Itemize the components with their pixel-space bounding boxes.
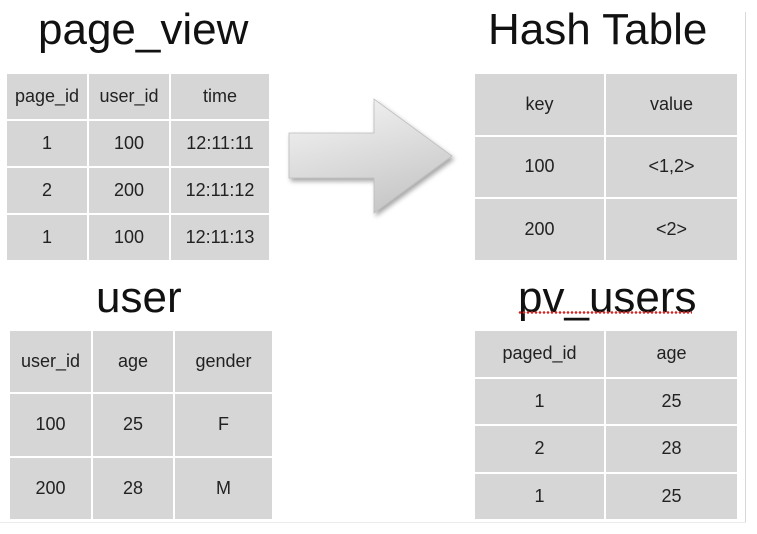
page-view-table: page_id user_id time 1 100 12:11:11 2 20…	[5, 72, 271, 262]
table-row: 2 28	[473, 424, 739, 474]
table-row: 1 25	[473, 471, 739, 521]
hash-table-title: Hash Table	[488, 5, 708, 54]
header-cell: age	[91, 328, 175, 395]
right-arrow-icon	[288, 98, 453, 214]
header-cell: gender	[173, 328, 274, 395]
slide-bottom-edge	[0, 522, 746, 523]
slide-right-edge	[745, 12, 746, 522]
table-cell: F	[173, 392, 274, 458]
table-cell: 28	[91, 455, 175, 522]
spellcheck-underline	[518, 311, 692, 314]
table-row: 1 25	[473, 376, 739, 426]
table-cell: 1	[473, 376, 606, 426]
table-row: 1 100 12:11:13	[5, 213, 271, 262]
table-cell: 25	[604, 376, 739, 426]
table-cell: 1	[473, 471, 606, 521]
header-cell: key	[473, 72, 606, 137]
table-cell: <1,2>	[604, 134, 739, 200]
pv-users-table: paged_id age 1 25 2 28 1 25	[473, 329, 739, 521]
table-cell: 2	[473, 424, 606, 474]
header-cell: paged_id	[473, 329, 606, 379]
table-cell: <2>	[604, 197, 739, 262]
table-row: 1 100 12:11:11	[5, 119, 271, 168]
table-cell: 25	[91, 392, 175, 458]
table-row: 200 28 M	[8, 455, 274, 522]
table-row: 100 25 F	[8, 392, 274, 458]
table-row: 200 <2>	[473, 197, 739, 262]
table-header-row: key value	[473, 72, 739, 137]
table-header-row: page_id user_id time	[5, 72, 271, 121]
table-cell: 1	[5, 213, 89, 262]
table-cell: 100	[87, 119, 171, 168]
header-cell: value	[604, 72, 739, 137]
table-row: 100 <1,2>	[473, 134, 739, 200]
table-cell: 200	[8, 455, 93, 522]
table-cell: 100	[87, 213, 171, 262]
header-cell: age	[604, 329, 739, 379]
user-table: user_id age gender 100 25 F 200 28 M	[8, 328, 274, 522]
hash-table: key value 100 <1,2> 200 <2>	[473, 72, 739, 262]
table-header-row: paged_id age	[473, 329, 739, 379]
table-cell: 1	[5, 119, 89, 168]
table-cell: 12:11:11	[169, 119, 271, 168]
header-cell: user_id	[87, 72, 171, 121]
table-cell: 28	[604, 424, 739, 474]
table-cell: 100	[473, 134, 606, 200]
header-cell: user_id	[8, 328, 93, 395]
table-header-row: user_id age gender	[8, 328, 274, 395]
table-cell: 25	[604, 471, 739, 521]
table-row: 2 200 12:11:12	[5, 166, 271, 215]
table-cell: 12:11:12	[169, 166, 271, 215]
table-cell: 200	[87, 166, 171, 215]
table-cell: 100	[8, 392, 93, 458]
page-view-title: page_view	[38, 5, 249, 54]
user-title: user	[96, 273, 182, 322]
table-cell: 2	[5, 166, 89, 215]
table-cell: 200	[473, 197, 606, 262]
table-cell: 12:11:13	[169, 213, 271, 262]
table-cell: M	[173, 455, 274, 522]
header-cell: time	[169, 72, 271, 121]
header-cell: page_id	[5, 72, 89, 121]
